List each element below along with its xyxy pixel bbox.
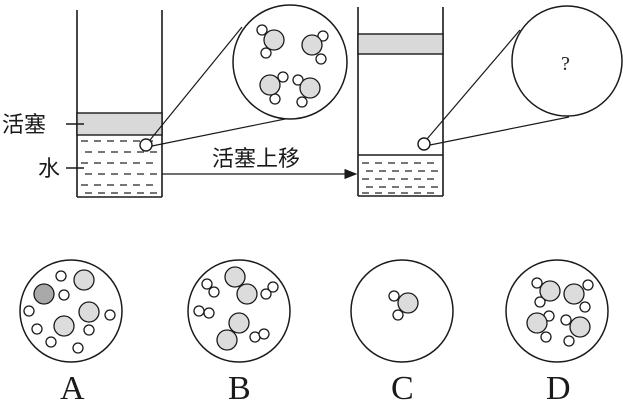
hydrogen-atom [193, 305, 205, 317]
option-d[interactable]: D [505, 259, 609, 403]
hydrogen-atom [104, 309, 116, 321]
hydrogen-atom [296, 96, 308, 108]
oxygen-atom [236, 283, 258, 305]
oxygen-atom [397, 292, 419, 314]
zoom-line-before-bottom [151, 117, 291, 147]
zoom-line-after-bottom [429, 116, 570, 146]
oxygen-atom [299, 77, 321, 99]
hydrogen-atom [58, 289, 70, 301]
oxygen-atom [78, 301, 100, 323]
option-b-label: B [228, 370, 251, 403]
hydrogen-atom [560, 314, 572, 326]
oxygen-atom [563, 283, 585, 305]
option-d-label: D [546, 370, 571, 403]
hydrogen-atom [23, 305, 35, 317]
water-after [362, 162, 438, 194]
hydrogen-atom [258, 328, 270, 340]
oxygen-atom [33, 283, 55, 305]
cylinder-after [357, 7, 444, 197]
zoom-line-after-top [426, 29, 521, 140]
oxygen-atom [228, 312, 250, 334]
piston-after [357, 33, 444, 55]
hydrogen-atom [277, 71, 289, 83]
oxygen-atom [569, 316, 591, 338]
sample-point-before [139, 138, 153, 152]
hydrogen-atom [45, 336, 57, 348]
piston-label: 活塞 [2, 113, 46, 138]
zoom-line-before-top [149, 26, 243, 141]
option-a[interactable]: A [19, 259, 123, 403]
piston-before [76, 112, 163, 136]
option-a-label: A [60, 370, 85, 403]
hydrogen-atom [531, 277, 543, 289]
hydrogen-atom [55, 270, 67, 282]
hydrogen-atom [582, 279, 594, 291]
oxygen-atom [216, 329, 238, 351]
magnified-view-before [232, 4, 348, 120]
hydrogen-atom [203, 307, 215, 319]
hydrogen-atom [579, 301, 591, 313]
hydrogen-atom [267, 281, 279, 293]
action-label: 活塞上移 [212, 147, 300, 172]
oxygen-atom [259, 74, 281, 96]
hydrogen-atom [388, 290, 400, 302]
option-c[interactable]: C [350, 259, 454, 403]
option-c-label: C [391, 370, 414, 403]
hydrogen-atom [317, 30, 329, 42]
hydrogen-atom [31, 323, 43, 335]
hydrogen-atom [83, 324, 95, 336]
hydrogen-atom [201, 278, 213, 290]
hydrogen-atom [208, 286, 220, 298]
unknown-mark: ? [561, 53, 570, 75]
oxygen-atom [539, 280, 561, 302]
oxygen-atom [224, 266, 246, 288]
magnified-view-after: ? [511, 5, 623, 117]
oxygen-atom [73, 269, 95, 291]
hydrogen-atom [392, 309, 404, 321]
hydrogen-atom [72, 342, 84, 354]
sample-point-after [417, 137, 431, 151]
oxygen-atom [263, 29, 285, 51]
oxygen-atom [301, 34, 323, 56]
oxygen-atom [526, 312, 548, 334]
hydrogen-atom [260, 47, 272, 59]
hydrogen-atom [260, 288, 272, 300]
hydrogen-atom [563, 335, 575, 347]
hydrogen-atom [315, 53, 327, 65]
hydrogen-atom [540, 331, 552, 343]
water-before [81, 140, 157, 194]
water-label: 水 [38, 157, 60, 182]
hydrogen-atom [534, 296, 546, 308]
hydrogen-atom [256, 24, 268, 36]
cylinder-before [76, 10, 163, 198]
option-b[interactable]: B [187, 259, 291, 403]
oxygen-atom [53, 315, 75, 337]
